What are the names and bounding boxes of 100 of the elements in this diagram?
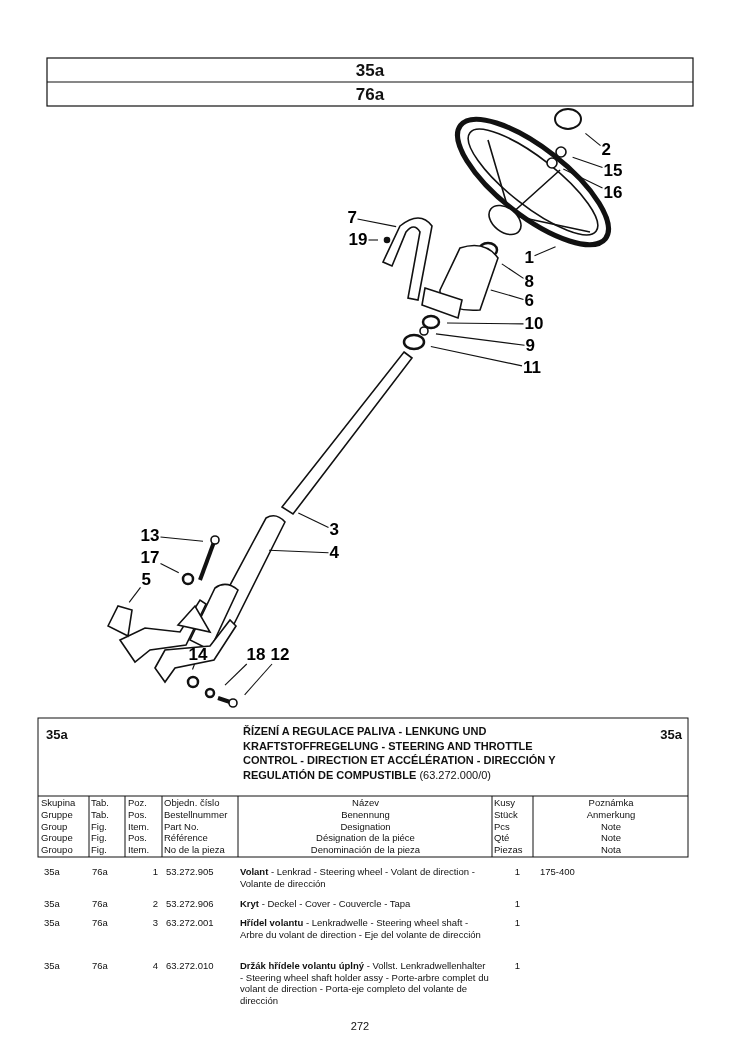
callout-number: 8 — [523, 272, 535, 291]
callout-number: 1 — [523, 248, 535, 267]
callout-number: 4 — [328, 543, 340, 562]
callout-number: 18 — [245, 645, 267, 664]
column-heading: Pos. — [128, 808, 148, 820]
column-heading: Désignation de la piéce — [315, 832, 416, 844]
callout-number: 7 — [346, 208, 358, 227]
leader-line — [356, 218, 397, 228]
callout-number: 5 — [140, 570, 152, 589]
part-description: Hřídel volantu - Lenkradwelle - Steering wheel shaft - Arbre du volant de direction - Eje del volante de dirección — [240, 917, 482, 940]
column-heading: Tab. — [91, 808, 110, 820]
leader-line — [224, 663, 248, 686]
leader-line — [191, 663, 196, 670]
leader-line — [159, 562, 180, 574]
column-heading: Pcs — [494, 820, 511, 832]
part-number: 53.272.905 — [166, 866, 215, 878]
quantity: 1 — [513, 898, 522, 910]
part-number: 53.272.906 — [166, 898, 215, 910]
column-heading: Item. — [128, 844, 151, 856]
column-heading: Item. — [128, 820, 151, 832]
leader-line — [435, 333, 526, 346]
column-heading: Stück — [494, 808, 519, 820]
callout-number: 10 — [523, 314, 545, 333]
note-text: 175-400 — [540, 866, 576, 878]
figure-code: 76a — [92, 917, 109, 929]
column-heading: Part No. — [164, 820, 200, 832]
callout-number: 3 — [328, 520, 340, 539]
callout-number: 16 — [602, 183, 624, 202]
callout-number: 6 — [523, 291, 535, 310]
leader-line — [159, 536, 204, 542]
column-heading: Designation — [339, 820, 392, 832]
quantity: 1 — [513, 960, 522, 972]
column-heading: Poznámka — [587, 797, 635, 808]
leader-line — [244, 663, 273, 696]
quantity: 1 — [513, 866, 522, 878]
item-number: 3 — [151, 917, 158, 929]
callout-number: 17 — [139, 548, 161, 567]
page-number: 272 — [349, 1020, 371, 1032]
part-number: 63.272.001 — [166, 917, 215, 929]
column-heading: Groupe — [41, 832, 74, 844]
callout-number: 2 — [600, 140, 612, 159]
column-heading: Nota — [599, 844, 623, 856]
leader-line — [430, 345, 523, 367]
column-heading: Pos. — [128, 832, 148, 844]
group-code: 35a — [46, 727, 69, 742]
column-heading: Objedn. číslo — [164, 797, 221, 808]
callout-number: 11 — [522, 358, 542, 377]
figure-code: 76a — [354, 85, 386, 105]
figure-code: 76a — [92, 866, 109, 878]
column-heading: Note — [599, 832, 623, 844]
column-heading: Název — [351, 797, 380, 808]
column-heading: Groupo — [41, 844, 74, 856]
column-heading: Fig. — [91, 844, 108, 856]
column-heading: Skupina — [41, 797, 77, 808]
leader-line — [572, 156, 604, 168]
column-heading: Kusy — [494, 797, 517, 808]
column-heading: Piezas — [494, 844, 524, 856]
leader-line — [562, 168, 604, 189]
column-heading: Fig. — [91, 820, 108, 832]
callout-number: 13 — [139, 526, 161, 545]
item-number: 1 — [151, 866, 158, 878]
group-code: 35a — [44, 898, 61, 910]
part-description: Volant - Lenkrad - Steering wheel - Volant de direction - Volante de dirección — [240, 866, 476, 889]
column-heading: Fig. — [91, 832, 108, 844]
leader-line — [584, 132, 602, 147]
item-number: 4 — [151, 960, 158, 972]
column-heading: Benennung — [340, 808, 391, 820]
item-number: 2 — [151, 898, 158, 910]
leader-line — [501, 263, 525, 279]
leader-line — [490, 289, 525, 300]
column-heading: Bestellnummer — [164, 808, 229, 820]
callout-number: 14 — [187, 645, 209, 664]
leader-line — [446, 322, 525, 325]
leader-line — [533, 246, 557, 257]
leader-line — [297, 512, 330, 528]
column-heading: No de la pieza — [164, 844, 226, 856]
group-code: 35a — [44, 960, 61, 972]
group-code: 35a — [354, 61, 386, 81]
group-code: 35a — [659, 727, 682, 742]
leader-line — [268, 549, 330, 554]
column-heading: Anmerkung — [585, 808, 637, 820]
leader-line — [128, 586, 142, 603]
callout-number: 9 — [524, 336, 536, 355]
column-heading: Tab. — [91, 797, 110, 808]
callout-number: 19 — [347, 230, 369, 249]
part-description: Držák hřídele volantu úplný - Vollst. Lenkradwellenhalter - Steering wheel shaft holder assy - Porte-arbre complet du volant de direction - Porta-eje completo del volante de dirección — [240, 960, 490, 1006]
group-code: 35a — [44, 866, 61, 878]
section-title: ŘÍZENÍ A REGULACE PALIVA - LENKUNG UND KRAFTSTOFFREGELUNG - STEERING AND THROTTLE CONTROL - DIRECTION ET ACCÉLÉRATION - DIRECCIÓN Y REGULATIÓN DE COMPUSTIBLE (63.272.000/0) — [243, 724, 557, 782]
figure-code: 76a — [92, 960, 109, 972]
quantity: 1 — [513, 917, 522, 929]
column-heading: Qté — [494, 832, 511, 844]
column-heading: Gruppe — [41, 808, 74, 820]
column-heading: Group — [41, 820, 69, 832]
group-code: 35a — [44, 917, 61, 929]
leader-line — [367, 239, 379, 241]
part-number: 63.272.010 — [166, 960, 215, 972]
column-heading: Note — [599, 820, 623, 832]
column-heading: Poz. — [128, 797, 148, 808]
callout-number: 15 — [602, 161, 624, 180]
figure-code: 76a — [92, 898, 109, 910]
